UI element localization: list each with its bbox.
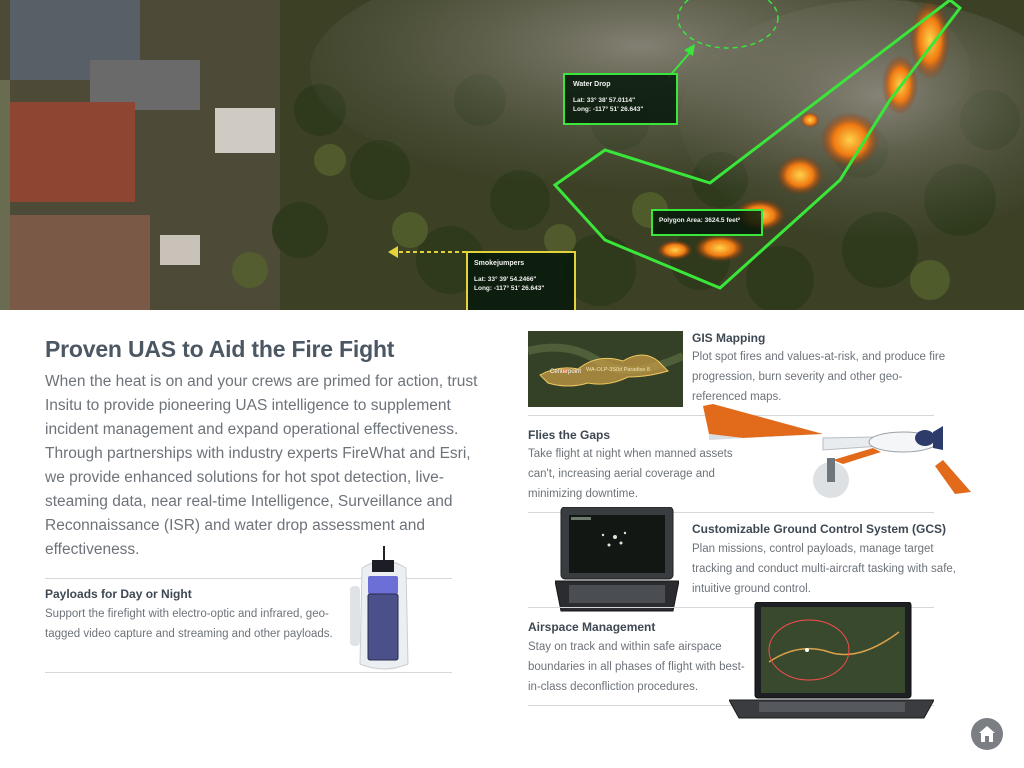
- page-title: Proven UAS to Aid the Fire Fight: [45, 336, 395, 362]
- callout-title: Smokejumpers: [474, 260, 525, 267]
- feature-body-gis: Plot spot fires and values-at-risk, and …: [692, 351, 946, 403]
- payload-turret-image: [350, 546, 409, 670]
- feature-heading-gis: GIS Mapping: [692, 331, 766, 345]
- hero-aerial-photo: Water Drop Lat: 33° 38' 57.0114" Long: -…: [0, 0, 1024, 310]
- home-button[interactable]: [971, 718, 1003, 750]
- callout-polygon-area: Polygon Area: 3624.5 feet²: [651, 209, 763, 236]
- divider: [528, 512, 934, 513]
- gcs-laptop-image: [555, 507, 679, 612]
- callout-long: Long: -117° 51' 26.643": [573, 106, 644, 113]
- feature-body-flies-gaps: Take flight at night when manned assets …: [528, 448, 733, 500]
- callout-lat: Lat: 33° 39' 54.2466": [474, 276, 537, 283]
- burn-area-polygon: [552, 0, 963, 290]
- callout-title: Polygon Area: 3624.5 feet²: [659, 217, 741, 224]
- feature-heading-gcs: Customizable Ground Control System (GCS): [692, 522, 947, 536]
- home-icon: [979, 726, 995, 742]
- map-label-centerpoint: Centerpoint: [550, 369, 581, 375]
- feature-body-gcs: Plan missions, control payloads, manage …: [692, 543, 956, 595]
- gis-map-image: Centerpoint WA-OLP-3S0d Paradise 8: [528, 331, 683, 407]
- callout-water-drop: Water Drop Lat: 33° 38' 57.0114" Long: -…: [563, 73, 678, 125]
- airspace-laptop-image: [729, 602, 934, 719]
- feature-heading-flies-gaps: Flies the Gaps: [528, 428, 611, 442]
- map-label-route: WA-OLP-3S0d Paradise 8: [586, 367, 650, 373]
- intro-paragraph: When the heat is on and your crews are p…: [45, 373, 478, 558]
- feature-body-airspace: Stay on track and within safe airspace b…: [528, 641, 745, 693]
- uas-aircraft-image: [703, 404, 971, 498]
- divider: [45, 672, 452, 673]
- payloads-heading: Payloads for Day or Night: [45, 587, 192, 601]
- payloads-body: Support the firefight with electro-optic…: [45, 608, 333, 640]
- divider: [45, 578, 452, 579]
- divider: [528, 705, 934, 706]
- feature-heading-airspace: Airspace Management: [528, 620, 656, 634]
- callout-title: Water Drop: [573, 81, 611, 88]
- divider: [528, 607, 934, 608]
- callout-smokejumpers: Smokejumpers Lat: 33° 39' 54.2466" Long:…: [466, 251, 576, 310]
- houses: [0, 0, 275, 310]
- water-drop-circle: [677, 0, 779, 49]
- callout-long: Long: -117° 51' 26.643": [474, 285, 545, 292]
- callout-lat: Lat: 33° 38' 57.0114": [573, 97, 636, 104]
